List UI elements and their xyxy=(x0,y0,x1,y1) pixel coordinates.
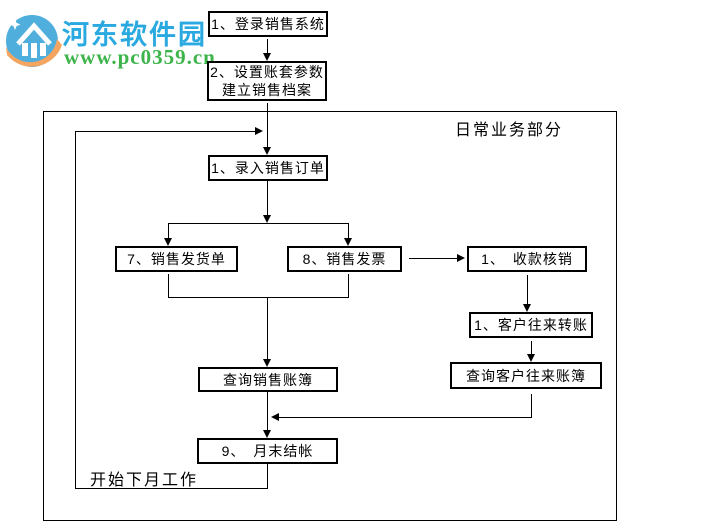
node-receipt-verification: 1、 收款核销 xyxy=(467,246,592,277)
arrowhead-into-order xyxy=(263,147,271,155)
connector-login-setup xyxy=(267,39,268,54)
loop-left xyxy=(75,131,76,489)
connector-receipt-transfer xyxy=(527,275,528,304)
merge-right xyxy=(348,274,349,297)
arrowhead-into-salesledger xyxy=(263,359,271,367)
next-month-label: 开始下月工作 xyxy=(90,472,199,489)
node-month-end-closing: 9、 月末结帐 xyxy=(197,438,343,469)
daily-business-label: 日常业务部分 xyxy=(455,122,564,139)
node-query-customer-ledger: 查询客户往来账簿 xyxy=(450,362,607,394)
hedong-software-logo-icon xyxy=(6,15,62,67)
arrowhead-split xyxy=(263,215,271,223)
node-close-label: 9、 月末结帐 xyxy=(221,443,314,459)
arrowhead-loop-right xyxy=(255,127,263,135)
arrowhead-into-customerledger xyxy=(527,354,535,362)
connector-customerledger-return xyxy=(279,417,532,418)
split-drop-right xyxy=(348,224,349,238)
connector-salesledger-close xyxy=(267,392,268,430)
loop-top xyxy=(76,131,255,132)
arrowhead-into-delivery xyxy=(164,238,172,246)
watermark-site-url: www.pc0359.cn xyxy=(64,45,216,69)
merge-left xyxy=(168,274,169,297)
arrowhead-into-transfer xyxy=(523,304,531,312)
split-drop-left xyxy=(168,224,169,238)
arrowhead-into-receipt xyxy=(457,254,465,262)
node-setup-account-params: 2、设置账套参数 建立销售档案 xyxy=(207,61,332,106)
arrowhead-into-setup xyxy=(263,53,271,61)
connector-order-split xyxy=(267,181,268,215)
arrowhead-into-invoice xyxy=(344,238,352,246)
arrowhead-into-close xyxy=(263,430,271,438)
connector-invoice-receipt xyxy=(409,258,457,259)
node-enter-sales-order: 1、录入销售订单 xyxy=(208,155,333,186)
node-query-sales-ledger: 查询销售账簿 xyxy=(198,367,343,397)
loop-drop xyxy=(267,464,268,488)
node-sales-delivery-note: 7、销售发货单 xyxy=(115,246,243,277)
node-enter-order-label: 1、录入销售订单 xyxy=(211,160,325,176)
node-setup-label-line2: 建立销售档案 xyxy=(222,82,312,98)
node-query-customer-label: 查询客户往来账簿 xyxy=(466,367,586,384)
node-invoice-label: 8、销售发票 xyxy=(302,251,387,267)
node-sales-invoice: 8、销售发票 xyxy=(287,246,407,277)
node-query-sales-label: 查询销售账簿 xyxy=(223,371,313,388)
node-login-sales-system: 1、登录销售系统 xyxy=(208,11,333,42)
arrowhead-return-left xyxy=(271,413,279,421)
merge-bar xyxy=(168,297,349,298)
node-login-label: 1、登录销售系统 xyxy=(211,16,325,32)
node-receipt-label: 1、 收款核销 xyxy=(481,251,573,267)
split-bar xyxy=(168,223,349,224)
loop-bottom xyxy=(75,488,268,489)
connector-merge-salesledger xyxy=(267,297,268,359)
connector-customerledger-down xyxy=(531,394,532,417)
node-transfer-label: 1、客户往来转账 xyxy=(474,317,588,333)
node-setup-label-line1: 2、设置账套参数 xyxy=(210,64,324,80)
connector-transfer-customerledger xyxy=(531,341,532,354)
watermark-site-name: 河东软件园 xyxy=(62,20,207,50)
connector-setup-order xyxy=(267,103,268,147)
node-delivery-label: 7、销售发货单 xyxy=(127,251,226,267)
node-customer-transfer: 1、客户往来转账 xyxy=(469,312,598,343)
daily-business-section-box xyxy=(43,111,617,521)
